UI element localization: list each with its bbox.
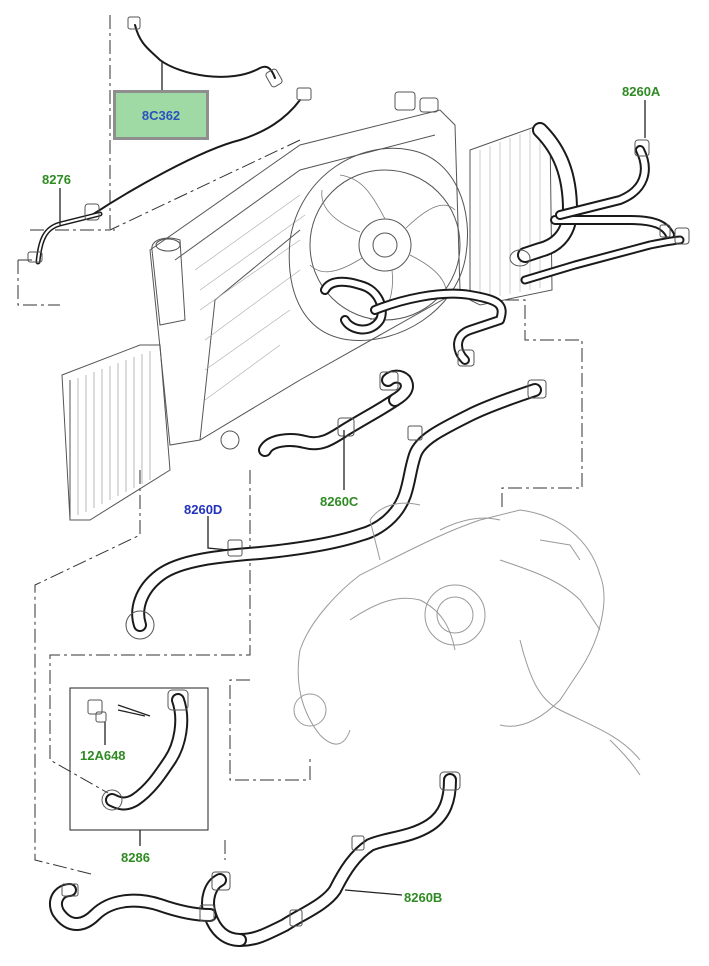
callout-8276[interactable]: 8276: [42, 172, 71, 187]
reference-lines: [17, 15, 583, 876]
callout-8C362-label: 8C362: [141, 108, 181, 123]
callout-8260B[interactable]: 8260B: [404, 890, 443, 905]
hose-8260B: [48, 771, 461, 947]
sensor-harness: [91, 16, 312, 216]
callout-12A648[interactable]: 12A648: [80, 748, 126, 763]
callout-8C362[interactable]: 8C362: [113, 90, 209, 140]
hose-8260A: [320, 122, 690, 367]
callout-8286[interactable]: 8286: [121, 850, 150, 865]
callout-8260A[interactable]: 8260A: [622, 84, 661, 99]
radiator-assembly: [61, 91, 553, 521]
hose-8286-inset: [69, 687, 209, 831]
hose-8260D: [125, 379, 547, 640]
bleed-hose-8276: [27, 203, 103, 265]
callout-leaders: [59, 62, 646, 896]
callout-8260C[interactable]: 8260C: [320, 494, 359, 509]
callout-8260D[interactable]: 8260D: [184, 502, 223, 517]
hose-8260C: [258, 369, 414, 457]
engine-block: [293, 502, 641, 776]
